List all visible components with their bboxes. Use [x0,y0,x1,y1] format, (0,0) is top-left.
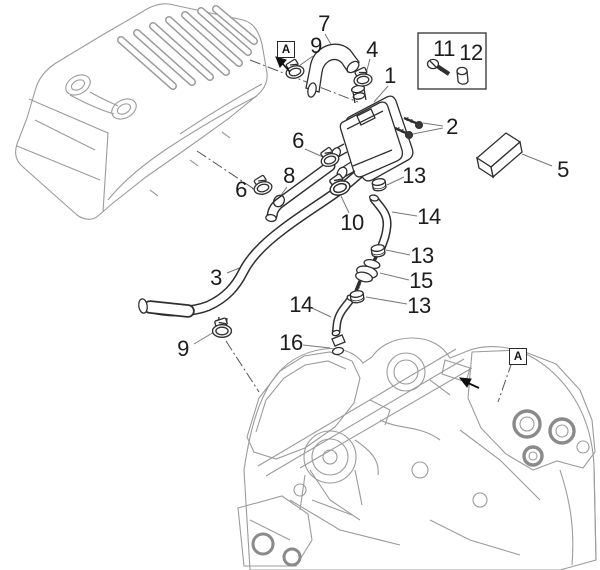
part-label-5: 5 [557,157,569,182]
part-label-14: 14 [289,292,313,317]
focus-parts [138,32,523,356]
block-5 [475,132,523,179]
engine-drawing [237,337,597,570]
canister-valve-1 [330,84,414,182]
part-label-1: 1 [384,63,396,88]
part-label-14: 14 [417,204,441,229]
part-label-9: 9 [177,336,189,361]
view-ref-a-2: A [509,348,527,365]
part-label-11: 11 [433,36,455,61]
part-label-7: 7 [318,11,330,36]
screws-2 [394,116,424,140]
part-label-12: 12 [459,40,483,65]
view-ref-a-1: A [277,41,295,58]
clamp-13-mid [370,243,387,259]
part-label-4: 4 [366,37,378,62]
part-label-10: 10 [340,210,364,235]
leader-lines [193,33,553,349]
part-label-6: 6 [235,177,247,202]
hose-8 [265,160,336,223]
hose-3 [138,165,368,327]
part-label-3: 3 [210,265,222,290]
clamp-9-lower [211,317,233,338]
clamp-13-top [371,177,388,193]
valve-15 [354,252,381,292]
view-a-arrow-top [275,56,287,68]
hose-7 [305,43,360,98]
centerlines [196,59,513,403]
clamp-13-bottom [349,289,366,305]
view-arrows [275,56,480,389]
part-label-8: 8 [283,163,295,188]
view-a-arrow-engine [458,377,472,388]
hose-14-upper [368,194,392,253]
part-label-13: 13 [407,293,431,318]
part-label-16: 16 [279,330,303,355]
part-label-13: 13 [410,243,434,268]
part-label-13: 13 [402,163,426,188]
hardware-box-11-12 [417,32,487,90]
airbox-drawing [15,3,268,220]
part-label-2: 2 [446,114,458,139]
part-label-15: 15 [409,268,433,293]
part-label-9: 9 [310,33,322,58]
clamp-6-lower [250,172,274,197]
part-label-6: 6 [292,128,304,153]
fitting-16 [331,334,346,356]
